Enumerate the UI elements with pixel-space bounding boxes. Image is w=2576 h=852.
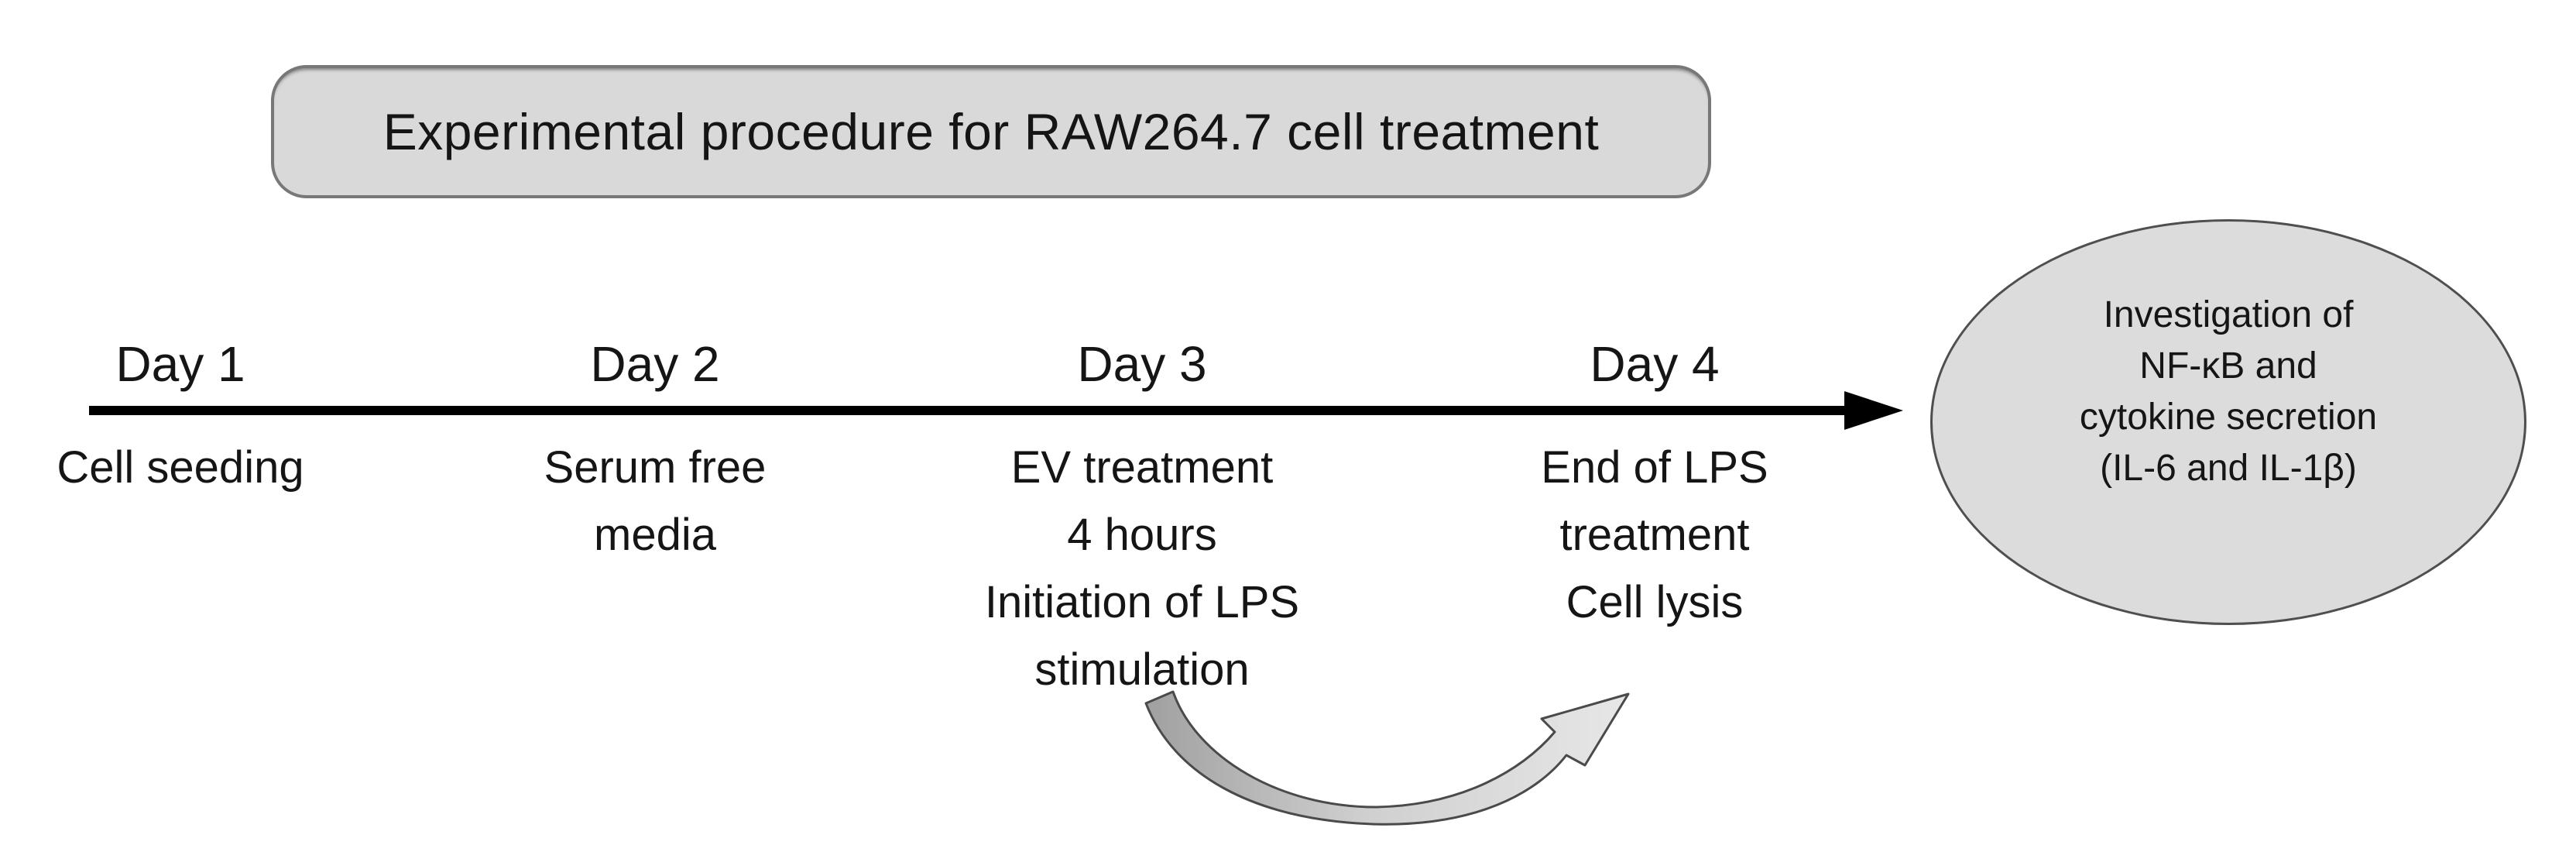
timeline-arrow (89, 391, 1903, 430)
day-notes-2: Serum free media (400, 434, 911, 569)
title-box: Experimental procedure for RAW264.7 cell… (271, 65, 1711, 198)
day-label-3: Day 3 (1077, 336, 1207, 392)
note-line: media (594, 510, 716, 560)
note-line: stimulation (1034, 644, 1250, 695)
day-label-2: Day 2 (590, 336, 720, 392)
day-label-1: Day 1 (115, 336, 245, 392)
day-label-4: Day 4 (1590, 336, 1720, 392)
note-line: 4 hours (1067, 510, 1217, 560)
title-text: Experimental procedure for RAW264.7 cell… (382, 103, 1600, 160)
note-line: Cell seeding (57, 442, 304, 493)
curved-arrow-icon (1144, 690, 1630, 826)
outcome-line: NF-κB and (2139, 345, 2317, 386)
day-notes-1: Cell seeding (0, 434, 436, 501)
note-line: End of LPS (1541, 442, 1768, 493)
outcome-line: cytokine secretion (2079, 397, 2378, 438)
note-line: Serum free (544, 442, 767, 493)
day-column-3: Day 3 EV treatment 4 hours Initiation of… (887, 335, 1398, 703)
day-column-4: Day 4 End of LPS treatment Cell lysis (1399, 335, 1910, 636)
day-column-2: Day 2 Serum free media (400, 335, 911, 569)
outcome-ellipse: Investigation of NF-κB and cytokine secr… (1930, 219, 2526, 625)
curved-arrow-path (1144, 690, 1630, 826)
day-column-1: Day 1 Cell seeding (0, 335, 436, 501)
note-line: treatment (1559, 510, 1750, 560)
day-notes-4: End of LPS treatment Cell lysis (1399, 434, 1910, 636)
note-line: Initiation of LPS (984, 577, 1300, 627)
note-line: EV treatment (1010, 442, 1274, 493)
outcome-line: Investigation of (2103, 294, 2354, 335)
note-line: Cell lysis (1566, 577, 1744, 627)
timeline-arrowhead-icon (1844, 391, 1903, 430)
day-notes-3: EV treatment 4 hours Initiation of LPS s… (887, 434, 1398, 703)
outcome-line: (IL-6 and IL-1β) (2100, 448, 2357, 489)
